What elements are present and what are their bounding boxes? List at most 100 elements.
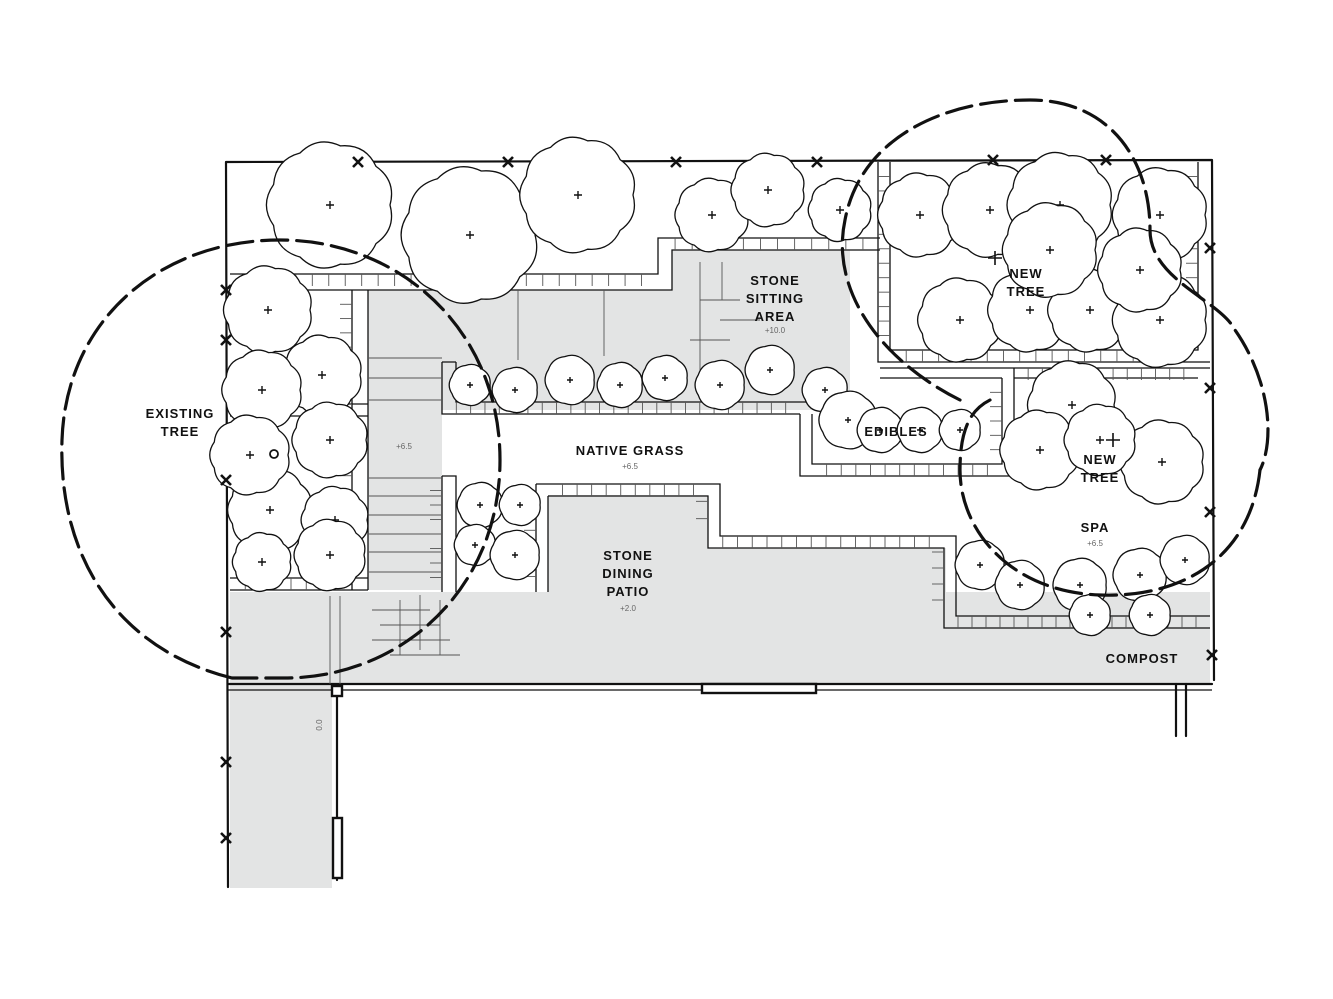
plant-center-mark [466, 231, 474, 239]
plant-center-mark [917, 427, 923, 433]
label-compost: COMPOST [1106, 651, 1179, 666]
fence-post-mark [220, 334, 232, 346]
label-edibles: EDIBLES [864, 424, 927, 439]
fence-post-mark [1204, 506, 1216, 518]
fence-post-mark [1204, 382, 1216, 394]
plant-center-mark [246, 451, 254, 459]
plant-center-mark [517, 502, 523, 508]
canopy-outlines [60, 98, 1270, 680]
plant-center-mark [1046, 246, 1054, 254]
plant-center-mark [264, 306, 272, 314]
plant-center-mark [1017, 582, 1023, 588]
label-spa: SPA [1081, 520, 1110, 535]
property-fence-line [224, 158, 1216, 889]
existing-tree-canopy [60, 238, 502, 680]
new-tree-marker [1106, 433, 1120, 447]
plant-center-mark [1096, 436, 1104, 444]
label-native-grass: NATIVE GRASS [576, 443, 685, 458]
side-gate [331, 816, 344, 880]
plant-center-mark [1077, 582, 1083, 588]
plant-center-mark [845, 417, 851, 423]
new-tree-marker [988, 251, 1002, 265]
elevation-dining-patio: +2.0 [620, 604, 636, 613]
plant-center-mark [1068, 401, 1076, 409]
wall-edibles-planter [799, 367, 1015, 477]
label-existing-tree-2: TREE [161, 424, 200, 439]
label-stone-sitting-2: SITTING [746, 291, 804, 306]
plant-center-mark [617, 382, 623, 388]
existing-tree-trunk [269, 449, 279, 459]
label-new-tree-lower-1: NEW [1083, 452, 1116, 467]
plant-center-mark [1182, 557, 1188, 563]
label-stone-sitting-3: AREA [755, 309, 796, 324]
elevation-side-yard: 0.0 [315, 719, 324, 731]
fence-post-mark [1206, 649, 1218, 661]
label-new-tree-lower-2: TREE [1081, 470, 1120, 485]
post [330, 684, 344, 698]
plant-center-mark [326, 551, 334, 559]
stone-dining-patio-surface [330, 495, 1210, 684]
labels: EXISTING TREE STONE SITTING AREA +10.0 N… [146, 266, 1179, 731]
fence-post-mark [811, 156, 823, 168]
plant-center-mark [326, 201, 334, 209]
new-tree-canopy-upper [840, 98, 1270, 472]
plant-center-mark [467, 382, 473, 388]
plant-center-mark [836, 206, 844, 214]
fence-post-mark [1100, 154, 1112, 166]
elevation-stairs: +6.5 [396, 442, 412, 451]
new-tree-canopy-lower [958, 398, 1262, 597]
sitting-area-joints [517, 262, 760, 390]
label-new-tree-upper-1: NEW [1009, 266, 1042, 281]
plant-center-mark [1136, 266, 1144, 274]
plant-center-mark [567, 377, 573, 383]
label-dining-patio-3: PATIO [607, 584, 650, 599]
stair-treads [368, 357, 442, 573]
plant-center-mark [662, 375, 668, 381]
plant-center-mark [957, 427, 963, 433]
label-new-tree-upper-2: TREE [1007, 284, 1046, 299]
fence-post-mark [670, 156, 682, 168]
plant-center-mark [472, 542, 478, 548]
plant-center-mark [916, 211, 924, 219]
wall-top-right-planter [877, 162, 1210, 363]
label-dining-patio-2: DINING [602, 566, 654, 581]
label-stone-sitting-1: STONE [750, 273, 800, 288]
plant-center-mark [574, 191, 582, 199]
label-dining-patio-1: STONE [603, 548, 653, 563]
fence-post-mark [220, 474, 232, 486]
fence-post-mark [220, 832, 232, 844]
plant-center-mark [1158, 458, 1166, 466]
plant-center-mark [1156, 211, 1164, 219]
plant-center-mark [318, 371, 326, 379]
plant-center-mark [1036, 446, 1044, 454]
plant-center-mark [1137, 572, 1143, 578]
plant-center-mark [1086, 306, 1094, 314]
plant-center-mark [258, 386, 266, 394]
plant-center-mark [986, 206, 994, 214]
fence-post-mark [987, 154, 999, 166]
plant-center-mark [764, 186, 772, 194]
plant-center-mark [1147, 612, 1153, 618]
label-existing-tree-1: EXISTING [146, 406, 215, 421]
fence-post-mark [352, 156, 364, 168]
plant-center-mark [877, 427, 883, 433]
plants [209, 136, 1210, 637]
plant-center-mark [956, 316, 964, 324]
fence-post-mark [220, 756, 232, 768]
plant-center-mark [708, 211, 716, 219]
elevation-spa: +6.5 [1087, 539, 1103, 548]
right-front-post [1174, 682, 1188, 738]
plant-center-mark [1026, 306, 1034, 314]
wall-stair-planter [441, 475, 457, 592]
front-gate [700, 682, 818, 695]
plant-center-mark [767, 367, 773, 373]
plant-center-mark [717, 382, 723, 388]
plant-center-mark [977, 562, 983, 568]
plant-center-mark [822, 387, 828, 393]
elevation-native-grass: +6.5 [622, 462, 638, 471]
plant-center-mark [1087, 612, 1093, 618]
elevation-stone-sitting: +10.0 [765, 326, 786, 335]
fence-post-mark [502, 156, 514, 168]
fence-post-mark [220, 284, 232, 296]
plant-center-mark [326, 436, 334, 444]
